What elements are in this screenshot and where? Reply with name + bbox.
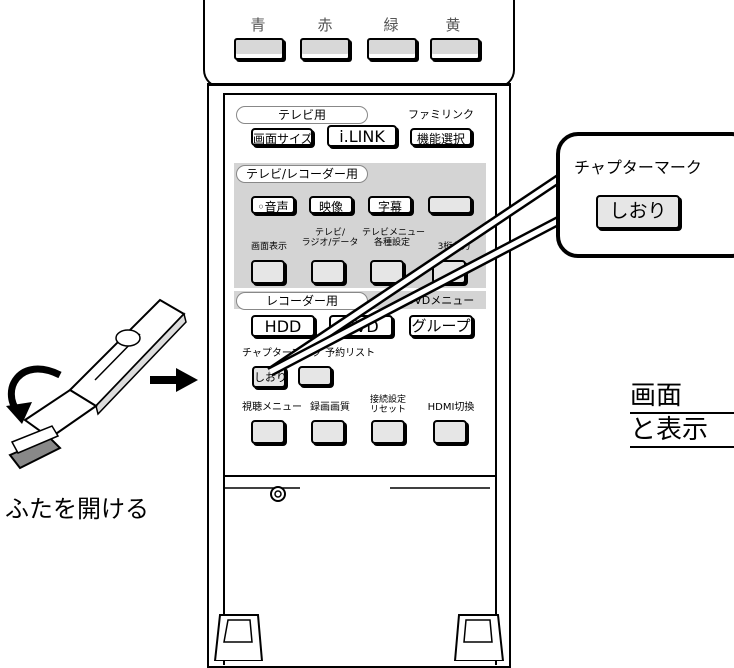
color-label-red: 赤 xyxy=(317,16,333,34)
tv-section-title: テレビ用 xyxy=(236,106,368,124)
recording-quality-button[interactable] xyxy=(311,420,345,444)
group-button[interactable]: グループ xyxy=(409,315,473,337)
red-key-button[interactable] xyxy=(300,38,350,60)
callout-shiori-button: しおり xyxy=(596,195,680,229)
open-lid-caption: ふたを開ける xyxy=(5,495,149,523)
side-text-line1: 画面 xyxy=(630,380,734,414)
color-label-yellow: 黄 xyxy=(445,16,461,34)
tv-radio-data-label: テレビ/ ラジオ/データ xyxy=(301,228,359,248)
ilink-button[interactable]: i.LINK xyxy=(327,125,397,147)
famlink-label: ファミリンク xyxy=(408,108,474,121)
hdmi-switch-label: HDMI切換 xyxy=(427,402,475,413)
lid-area xyxy=(223,475,497,665)
recording-quality-label: 録画画質 xyxy=(310,402,350,413)
subtitle-button[interactable]: 字幕 xyxy=(368,196,412,214)
callout-pointer xyxy=(267,173,563,377)
video-button[interactable]: 映像 xyxy=(309,196,353,214)
color-label-blue: 青 xyxy=(250,16,266,34)
tv-radio-data-button[interactable] xyxy=(311,260,345,284)
side-text-line2: と表示 xyxy=(630,414,734,448)
green-key-button[interactable] xyxy=(367,38,417,60)
side-text-block: 画面 と表示 xyxy=(630,380,734,448)
connection-reset-label: 接続設定 リセット xyxy=(369,395,406,415)
viewing-menu-button[interactable] xyxy=(251,420,285,444)
open-lid-illustration xyxy=(6,298,198,470)
color-label-green: 緑 xyxy=(383,16,399,34)
remote-lid-graphic xyxy=(213,486,505,661)
blank-button[interactable] xyxy=(428,196,472,214)
audio-button[interactable]: ◦音声 xyxy=(251,196,295,214)
hdmi-switch-button[interactable] xyxy=(433,420,467,444)
function-select-button[interactable]: 機能選択 xyxy=(410,128,472,146)
connection-reset-button[interactable] xyxy=(371,420,405,444)
screen-size-button[interactable]: 画面サイズ xyxy=(251,128,313,146)
hdd-button[interactable]: HDD xyxy=(251,315,315,337)
tv-menu-label: テレビメニュー 各種設定 xyxy=(362,228,426,248)
yellow-key-button[interactable] xyxy=(430,38,480,60)
screen-display-button[interactable] xyxy=(251,260,285,284)
reservation-list-button[interactable] xyxy=(298,366,332,386)
screen-display-label: 画面表示 xyxy=(250,242,287,252)
callout-label: チャプターマーク xyxy=(574,158,702,177)
tv-recorder-section-title: テレビ/レコーダー用 xyxy=(236,165,368,183)
recorder-section-title: レコーダー用 xyxy=(236,292,368,310)
tv-menu-button[interactable] xyxy=(370,260,404,284)
blue-key-button[interactable] xyxy=(234,38,284,60)
viewing-menu-label: 視聴メニュー xyxy=(242,402,302,413)
